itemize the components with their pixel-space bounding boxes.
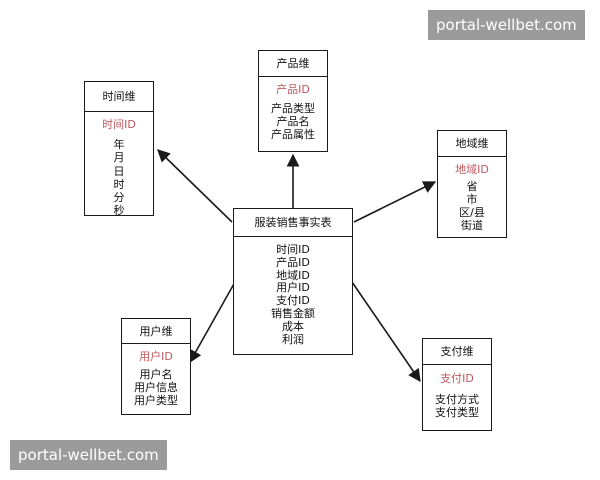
- payment-dimension-box: 支付维 支付ID 支付方式 支付类型: [422, 338, 492, 431]
- payment-key: 支付ID: [440, 372, 474, 385]
- fact-attr: 支付ID: [276, 294, 310, 308]
- time-attr: 分: [113, 191, 125, 205]
- user-attr: 用户信息: [134, 381, 178, 394]
- user-dimension-box: 用户维 用户ID 用户名 用户信息 用户类型: [121, 318, 191, 415]
- arrow-fact-to-time: [157, 149, 233, 223]
- arrow-fact-to-region: [353, 181, 437, 223]
- product-attr: 产品类型: [271, 102, 315, 115]
- time-attr: 月: [113, 151, 125, 165]
- fact-table-attrs: 时间ID 产品ID 地域ID 用户ID 支付ID 销售金额 成本 利润: [234, 237, 352, 350]
- payment-attr: 支付方式: [435, 393, 479, 406]
- product-dimension-attrs: 产品ID 产品类型 产品名 产品属性: [259, 77, 327, 145]
- fact-attr: 产品ID: [276, 255, 310, 269]
- payment-dimension-attrs: 支付ID 支付方式 支付类型: [423, 365, 491, 423]
- arrow-fact-to-payment: [351, 281, 421, 383]
- region-key: 地域ID: [455, 163, 489, 176]
- arrow-fact-to-user: [189, 281, 236, 364]
- time-key: 时间ID: [102, 118, 136, 131]
- user-key: 用户ID: [139, 350, 173, 363]
- fact-attr: 成本: [282, 319, 304, 333]
- region-attr: 省: [466, 180, 478, 193]
- payment-dimension-title: 支付维: [423, 339, 491, 365]
- fact-table-box: 服装销售事实表 时间ID 产品ID 地域ID 用户ID 支付ID 销售金额 成本…: [233, 208, 353, 355]
- fact-attr: 地域ID: [276, 268, 310, 282]
- time-attr: 日: [113, 164, 125, 178]
- region-dimension-title: 地域维: [438, 131, 506, 157]
- region-attr: 街道: [461, 219, 483, 232]
- user-attr: 用户类型: [134, 394, 178, 407]
- user-attr: 用户名: [139, 368, 173, 381]
- fact-table-title: 服装销售事实表: [234, 209, 352, 237]
- product-dimension-box: 产品维 产品ID 产品类型 产品名 产品属性: [258, 50, 328, 152]
- time-dimension-box: 时间维 时间ID 年 月 日 时 分 秒: [84, 81, 154, 217]
- fact-attr: 时间ID: [276, 243, 310, 256]
- region-attr: 市: [466, 193, 478, 206]
- fact-attr: 利润: [282, 332, 304, 346]
- time-dimension-title: 时间维: [85, 82, 153, 112]
- region-dimension-box: 地域维 地域ID 省 市 区/县 街道: [437, 130, 507, 238]
- product-attr: 产品属性: [271, 128, 315, 141]
- time-attr: 年: [113, 138, 125, 152]
- product-attr: 产品名: [276, 115, 310, 128]
- time-attr: 秒: [113, 204, 125, 218]
- time-dimension-attrs: 时间ID 年 月 日 时 分 秒: [85, 112, 153, 221]
- region-dimension-attrs: 地域ID 省 市 区/县 街道: [438, 157, 506, 236]
- user-dimension-title: 用户维: [122, 319, 190, 344]
- fact-attr: 用户ID: [276, 281, 310, 295]
- time-attr: 时: [113, 177, 125, 191]
- region-attr: 区/县: [459, 206, 485, 219]
- product-key: 产品ID: [276, 83, 310, 96]
- watermark-top-right: portal-wellbet.com: [428, 10, 585, 40]
- fact-attr: 销售金额: [271, 306, 315, 320]
- product-dimension-title: 产品维: [259, 51, 327, 77]
- user-dimension-attrs: 用户ID 用户名 用户信息 用户类型: [122, 344, 190, 411]
- watermark-bottom-left: portal-wellbet.com: [10, 440, 167, 470]
- payment-attr: 支付类型: [435, 406, 479, 419]
